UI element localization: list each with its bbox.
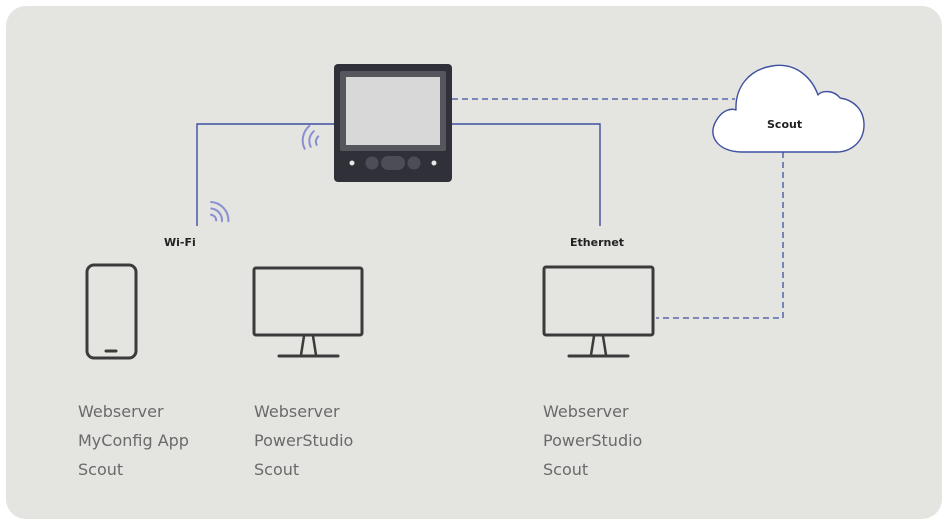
device-caption: Webserver PowerStudio Scout <box>254 397 353 484</box>
cloud-to-monitor-dashed-line <box>656 152 784 319</box>
caption-line: MyConfig App <box>78 431 189 450</box>
meter-wifi-waves-icon <box>301 124 320 150</box>
device-caption: Webserver MyConfig App Scout <box>78 397 189 484</box>
ethernet-label: Ethernet <box>570 236 625 249</box>
caption-line: Scout <box>78 460 124 479</box>
caption-line: Webserver <box>543 402 629 421</box>
cloud-icon <box>712 64 865 153</box>
caption-line: PowerStudio <box>543 431 643 450</box>
wifi-signal-icon <box>209 201 230 223</box>
caption-line: Webserver <box>254 402 340 421</box>
cloud-label: Scout <box>767 118 803 131</box>
caption-line: Scout <box>254 460 300 479</box>
monitor-icon <box>542 265 655 358</box>
caption-line: Webserver <box>78 402 164 421</box>
meter-device-icon <box>334 64 452 182</box>
caption-line: PowerStudio <box>254 431 354 450</box>
device-caption: Webserver PowerStudio Scout <box>543 397 642 484</box>
monitor-icon <box>252 266 364 358</box>
smartphone-icon <box>85 263 138 360</box>
wifi-connection-line <box>196 123 334 226</box>
wifi-label: Wi-Fi <box>164 236 196 249</box>
ethernet-connection-line <box>452 123 601 226</box>
caption-line: Scout <box>543 460 589 479</box>
